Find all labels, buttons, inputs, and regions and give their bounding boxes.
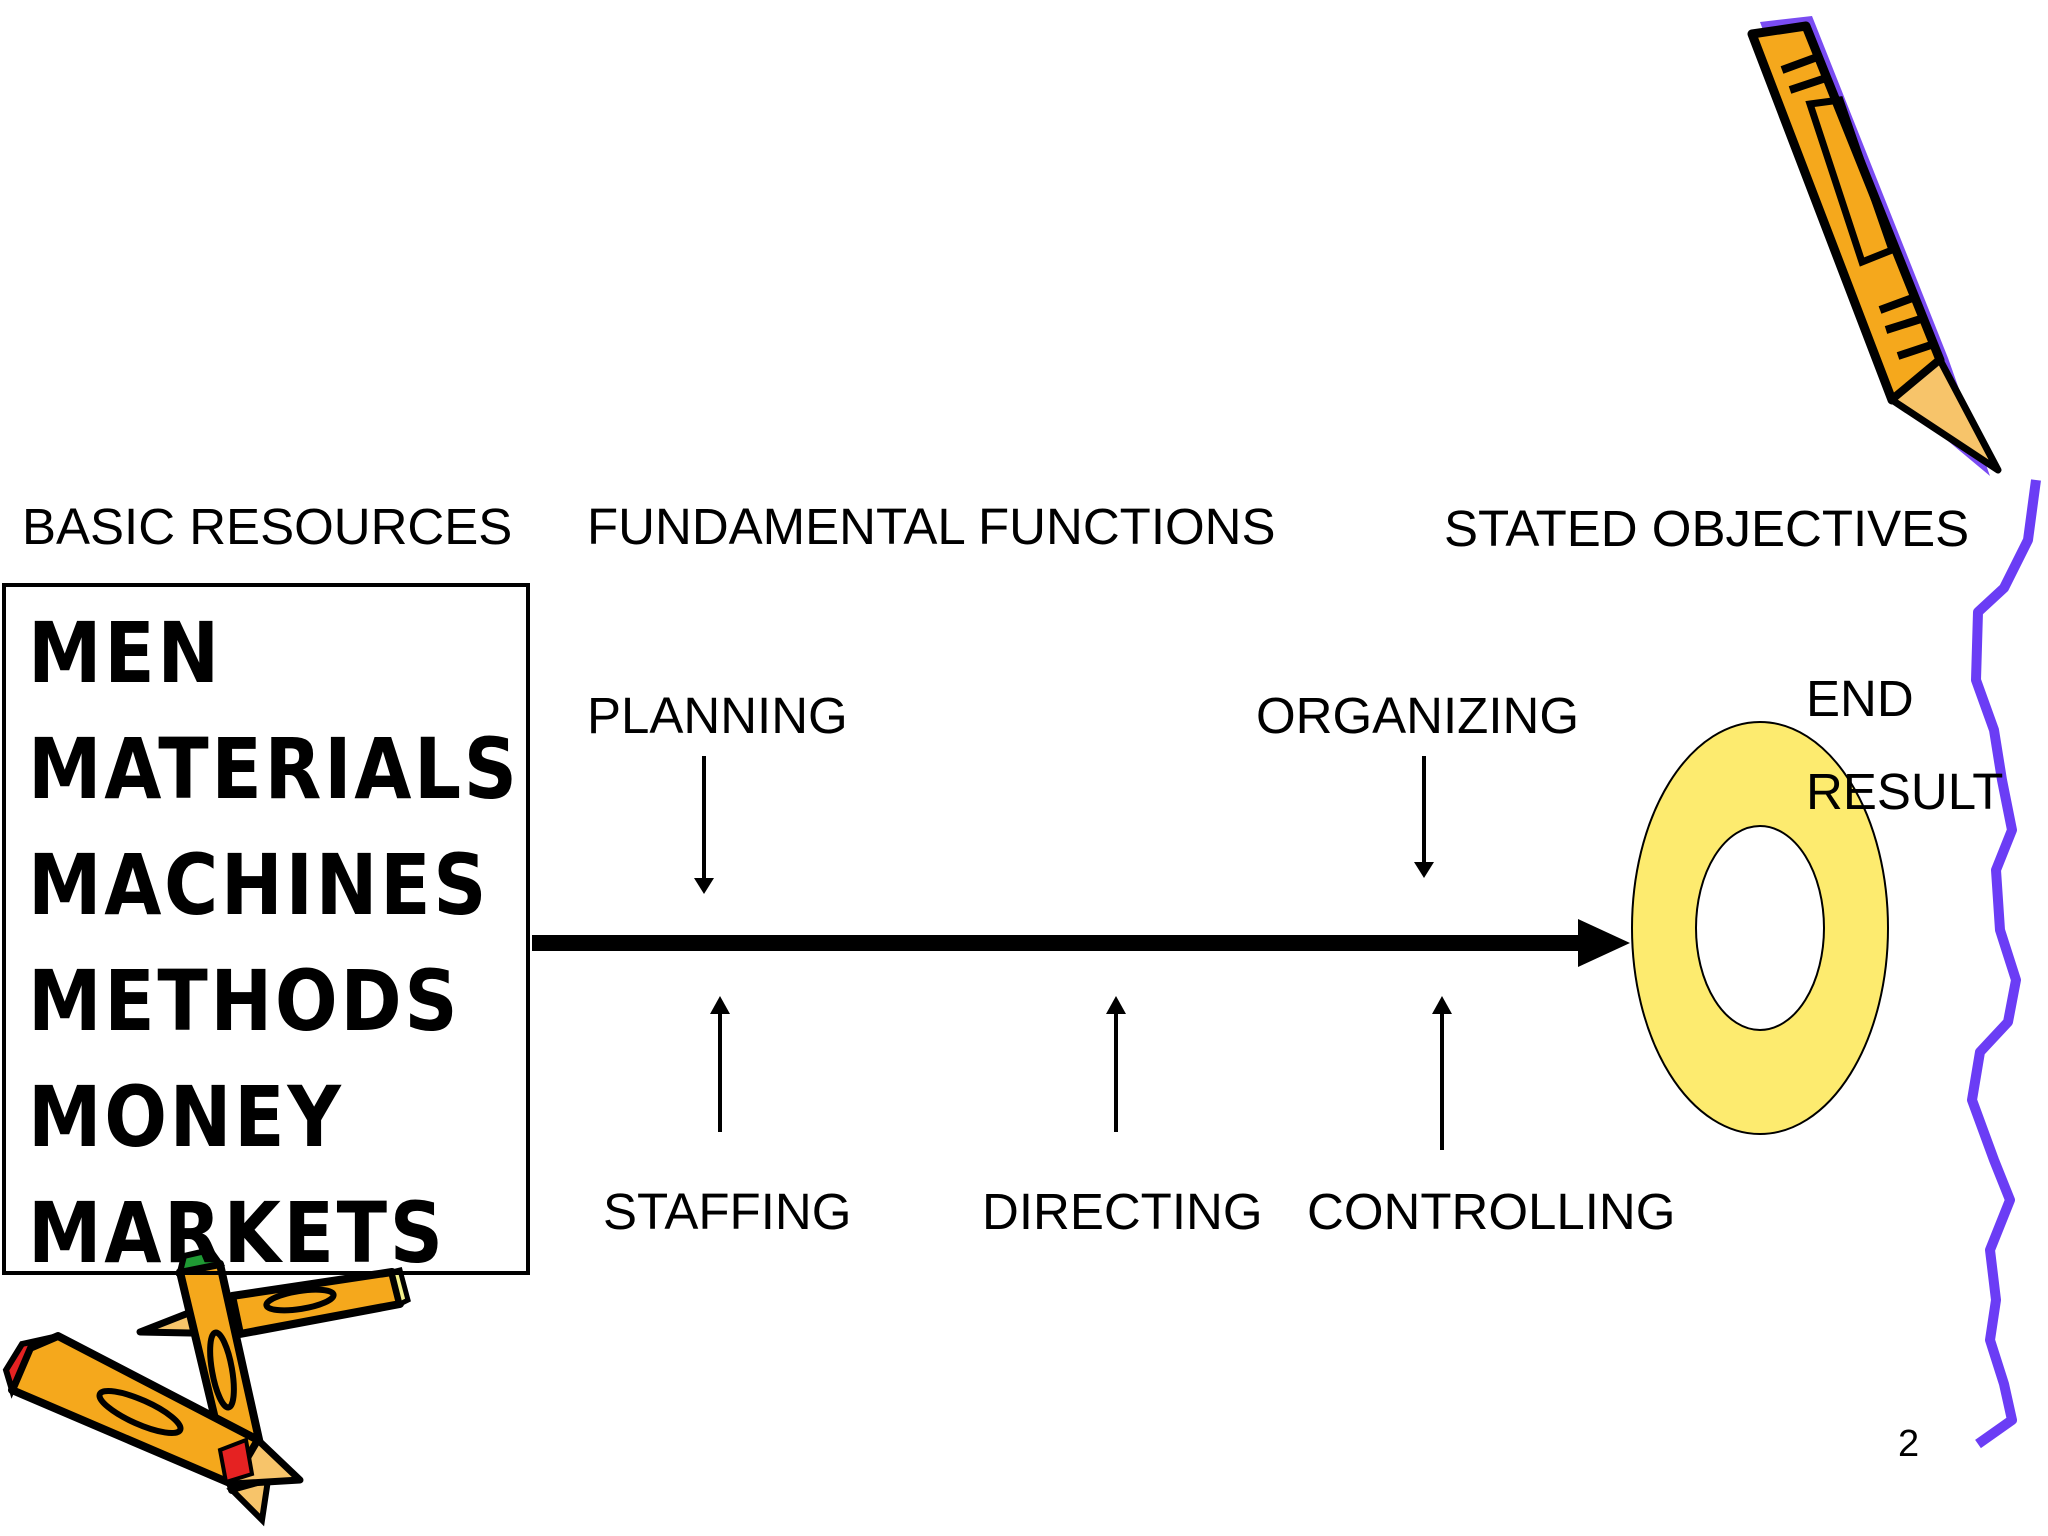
function-staffing: STAFFING bbox=[603, 1183, 852, 1240]
resources-box: MEN MATERIALS MACHINES METHODS MONEY MAR… bbox=[2, 583, 530, 1275]
end-result-line1: END bbox=[1806, 670, 1914, 727]
resource-materials: MATERIALS bbox=[28, 720, 520, 818]
pencil-clipart-top-right bbox=[1747, 16, 2002, 476]
header-fundamental-functions: FUNDAMENTAL FUNCTIONS bbox=[587, 498, 1276, 555]
arrow-staffing-up bbox=[710, 996, 730, 1132]
end-result-target-icon bbox=[1630, 721, 1890, 1135]
header-basic-resources: BASIC RESOURCES bbox=[22, 498, 513, 555]
squiggle-line bbox=[1967, 479, 2041, 1449]
resource-money: MONEY bbox=[28, 1068, 344, 1166]
arrow-planning-down bbox=[694, 756, 714, 894]
arrow-controlling-up bbox=[1432, 996, 1452, 1150]
function-organizing: ORGANIZING bbox=[1256, 687, 1580, 744]
pencil-clipart-bottom-left bbox=[2, 1246, 411, 1527]
resource-men: MEN bbox=[28, 604, 222, 702]
header-stated-objectives: STATED OBJECTIVES bbox=[1444, 500, 1970, 557]
resource-machines: MACHINES bbox=[28, 836, 490, 934]
page-number: 2 bbox=[1898, 1423, 1920, 1465]
resource-markets: MARKETS bbox=[28, 1184, 446, 1282]
end-result-line2: RESULT bbox=[1806, 763, 2004, 820]
function-planning: PLANNING bbox=[587, 687, 848, 744]
function-directing: DIRECTING bbox=[982, 1183, 1263, 1240]
function-controlling: CONTROLLING bbox=[1307, 1183, 1676, 1240]
arrow-organizing-down bbox=[1414, 756, 1434, 878]
resource-methods: METHODS bbox=[28, 952, 461, 1050]
arrow-directing-up bbox=[1106, 996, 1126, 1132]
main-flow-arrow-head bbox=[1578, 919, 1630, 967]
